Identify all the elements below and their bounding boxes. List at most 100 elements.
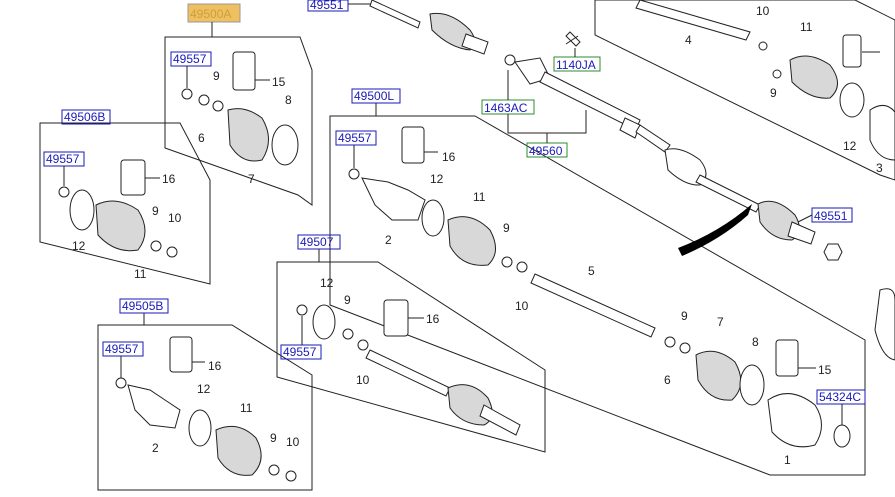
clamp-8 xyxy=(271,124,299,166)
label-9: 9 xyxy=(681,309,688,323)
stub xyxy=(787,221,816,245)
code-49500a[interactable]: 49500A xyxy=(190,7,231,21)
ring xyxy=(296,304,308,316)
outer-joint-2 xyxy=(361,177,426,221)
code-49557-d[interactable]: 49557 xyxy=(283,345,317,359)
code-49557-e[interactable]: 49557 xyxy=(338,131,372,145)
label-2: 2 xyxy=(152,441,159,455)
code-1140ja[interactable]: 1140JA xyxy=(556,58,596,72)
boot-11 xyxy=(95,200,146,252)
frame-49507 xyxy=(276,261,546,453)
knuckle-partial xyxy=(874,288,895,361)
ring xyxy=(268,464,280,476)
ring-small xyxy=(504,54,516,66)
label-10: 10 xyxy=(168,211,182,225)
boot-7 xyxy=(227,108,269,162)
code-49506b[interactable]: 49506B xyxy=(64,110,105,124)
label-10: 10 xyxy=(356,373,370,387)
shaft-49507 xyxy=(365,349,451,397)
grease-tube xyxy=(169,336,193,373)
boot-11 xyxy=(447,216,496,266)
grease-tube xyxy=(775,339,799,377)
ring xyxy=(181,88,193,100)
grease-tube xyxy=(232,51,256,91)
label-12: 12 xyxy=(430,172,444,186)
ring xyxy=(198,94,210,106)
ring xyxy=(150,240,162,252)
boot-11 xyxy=(789,55,838,99)
label-11: 11 xyxy=(134,267,147,281)
label-11: 11 xyxy=(800,20,813,34)
label-2: 2 xyxy=(385,233,392,247)
label-3: 3 xyxy=(876,161,883,175)
ring xyxy=(166,246,178,258)
code-box xyxy=(61,109,111,125)
label-9: 9 xyxy=(344,293,351,307)
code-box xyxy=(280,344,322,360)
label-16: 16 xyxy=(162,172,176,186)
label-9: 9 xyxy=(152,204,159,218)
clamp-8 xyxy=(739,364,765,406)
label-12: 12 xyxy=(843,139,857,153)
clamp-12 xyxy=(839,82,865,118)
label-8: 8 xyxy=(752,335,759,349)
code-49551-top[interactable]: 49551 xyxy=(310,0,344,12)
ring xyxy=(357,339,369,351)
code-49551-right[interactable]: 49551 xyxy=(814,209,848,223)
clamp-12 xyxy=(69,189,95,231)
label-12: 12 xyxy=(320,276,334,290)
grease-tube xyxy=(383,299,409,337)
ring xyxy=(342,328,354,340)
label-7: 7 xyxy=(248,172,255,186)
label-1: 1 xyxy=(784,453,791,467)
label-9: 9 xyxy=(270,431,277,445)
ring xyxy=(664,336,676,348)
spline xyxy=(619,117,641,139)
highlight-box xyxy=(187,3,241,23)
joint-top xyxy=(461,33,489,55)
grease-tube xyxy=(120,159,146,196)
leader xyxy=(797,214,813,223)
shaft-b xyxy=(695,174,761,213)
frame-top-right xyxy=(594,0,895,181)
grease-tube xyxy=(842,34,862,68)
label-9: 9 xyxy=(503,221,510,235)
ring xyxy=(285,470,297,482)
stub-49507 xyxy=(479,404,521,436)
label-9: 9 xyxy=(213,69,220,83)
bolt xyxy=(565,31,581,47)
ring xyxy=(115,377,127,389)
code-54324c[interactable]: 54324C xyxy=(819,390,861,404)
code-1463ac[interactable]: 1463AC xyxy=(484,101,528,115)
label-5: 5 xyxy=(588,264,595,278)
label-8: 8 xyxy=(285,93,292,107)
code-49560[interactable]: 49560 xyxy=(529,144,563,158)
label-4: 4 xyxy=(685,33,692,47)
code-box xyxy=(553,56,601,72)
code-49507[interactable]: 49507 xyxy=(300,235,334,249)
boot-7 xyxy=(695,350,742,401)
outer-joint-1 xyxy=(767,393,822,448)
code-box xyxy=(102,341,144,357)
ring xyxy=(516,261,528,273)
label-6: 6 xyxy=(198,131,205,145)
boot-11 xyxy=(215,425,262,476)
ring xyxy=(679,342,691,354)
code-49557-a[interactable]: 49557 xyxy=(173,52,207,66)
label-15: 15 xyxy=(818,363,832,377)
shaft-5 xyxy=(530,273,656,338)
shaft-top xyxy=(369,0,421,29)
code-49557-b[interactable]: 49557 xyxy=(46,152,80,166)
arrow-wedge xyxy=(678,204,752,256)
frame-49500l xyxy=(329,115,866,476)
joint-mid xyxy=(664,148,707,186)
code-box xyxy=(307,0,349,12)
frame-49505b xyxy=(97,324,313,491)
code-49500l[interactable]: 49500L xyxy=(354,89,394,103)
grease-tube xyxy=(401,126,425,164)
code-49505b[interactable]: 49505B xyxy=(122,299,163,313)
label-16: 16 xyxy=(426,312,440,326)
code-49557-c[interactable]: 49557 xyxy=(105,342,139,356)
clamp-12 xyxy=(312,304,336,340)
